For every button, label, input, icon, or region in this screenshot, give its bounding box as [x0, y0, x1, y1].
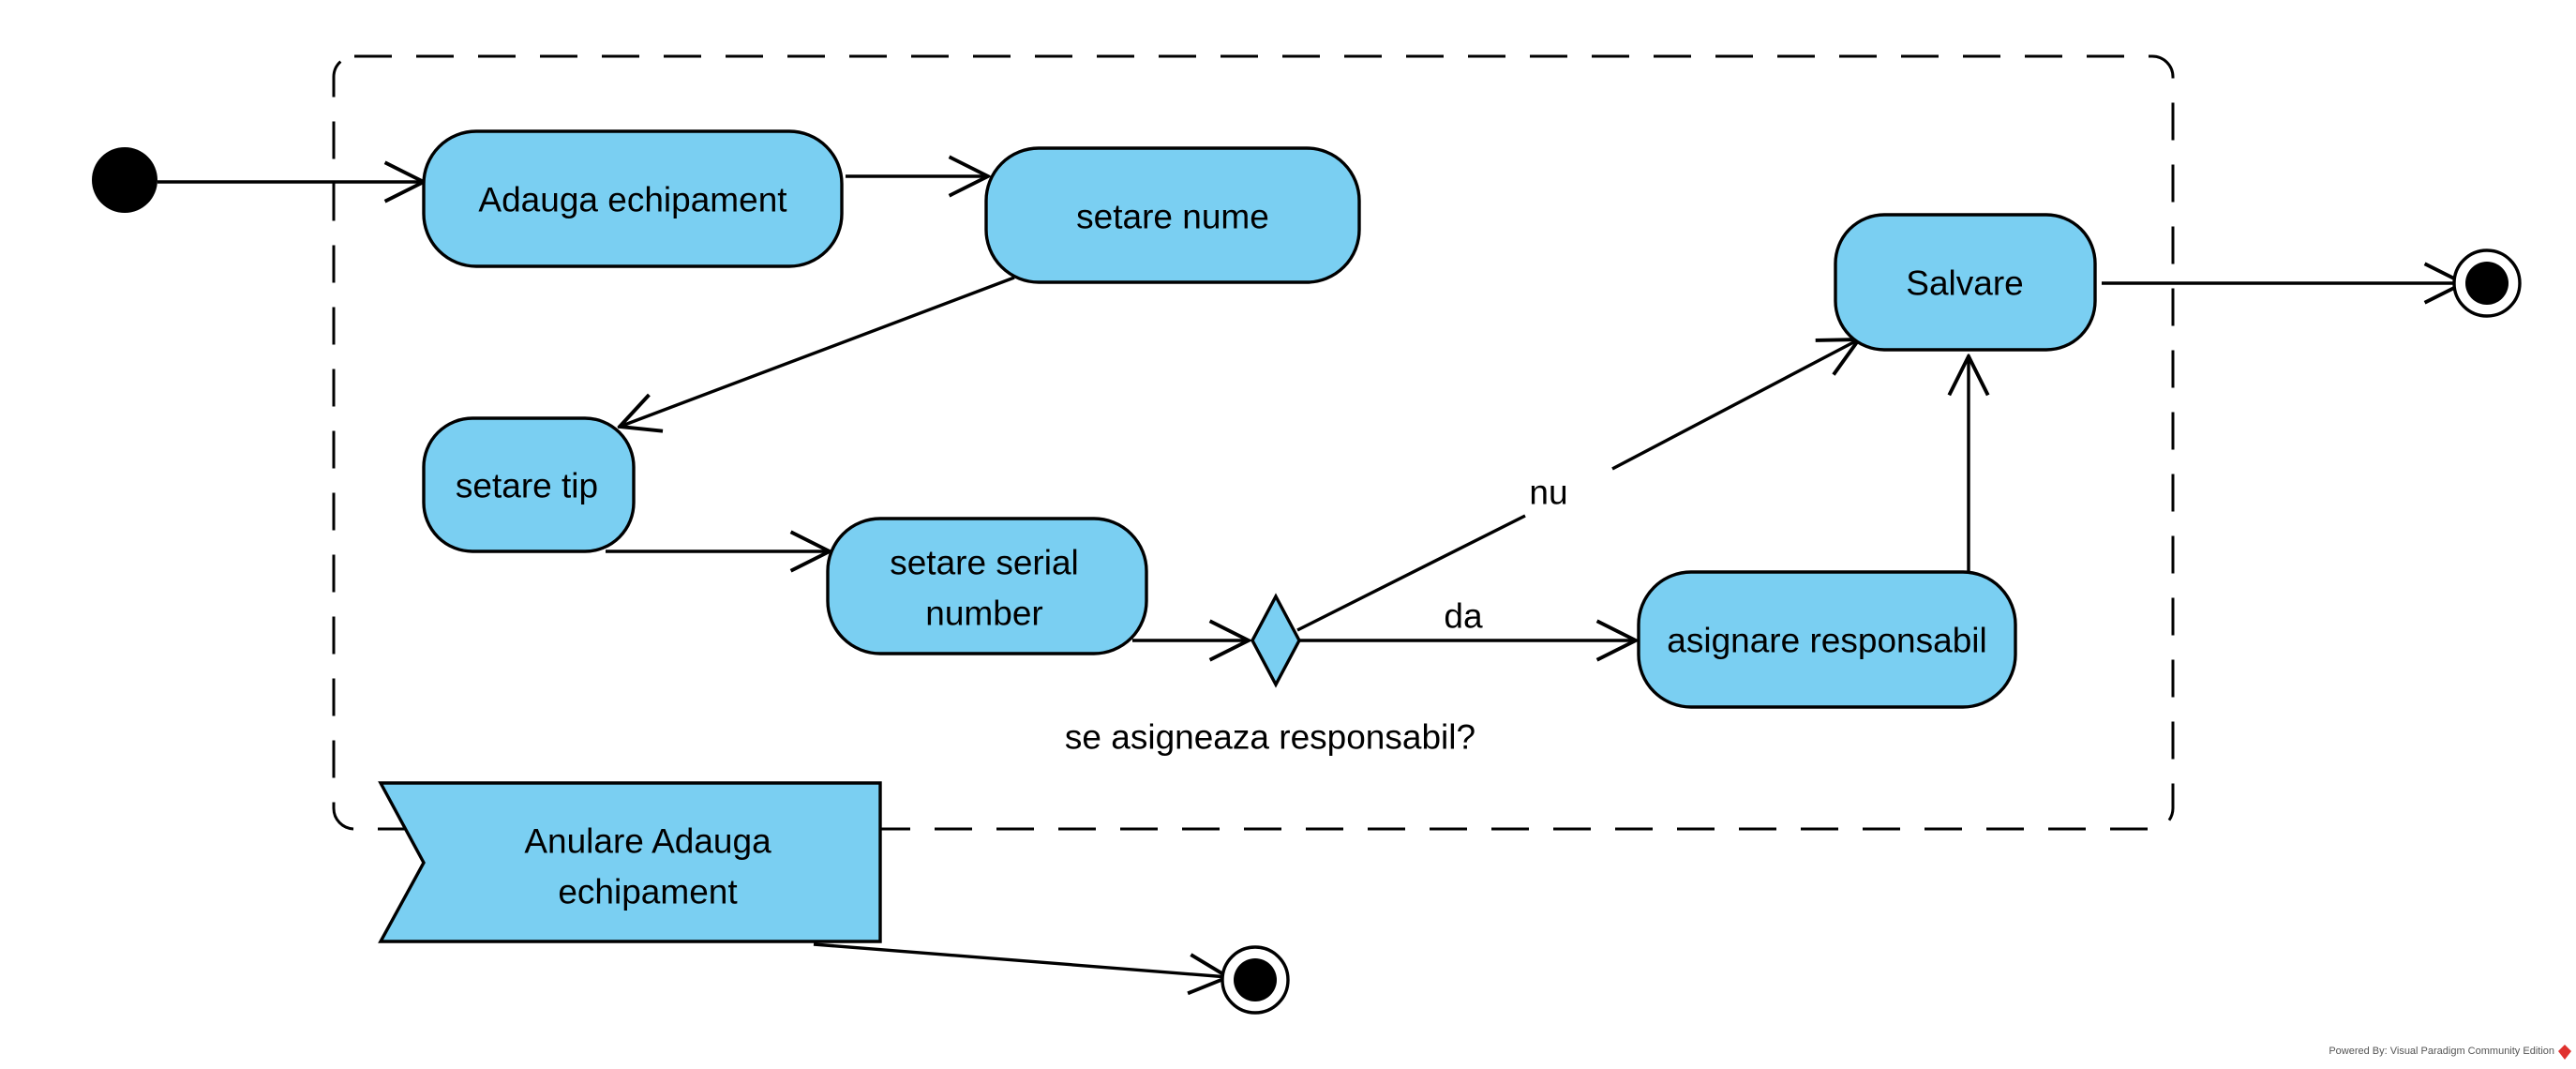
edge-label-da: da: [1444, 597, 1483, 636]
initial-node[interactable]: [92, 147, 157, 213]
edge-nume-to-tip: [620, 276, 1015, 427]
action-label: setare tip: [456, 467, 598, 505]
action-label-line1: setare serial: [890, 544, 1079, 582]
powered-by-footer: Powered By: Visual Paradigm Community Ed…: [2329, 1046, 2554, 1057]
edge-anulare-to-final: [813, 942, 1228, 977]
action-label-line2: number: [925, 595, 1042, 633]
action-setare-tip[interactable]: setare tip: [422, 416, 636, 553]
decision-question-label: se asigneaza responsabil?: [1065, 718, 1475, 757]
action-setare-serial-number[interactable]: setare serial number: [826, 517, 1148, 655]
edge-label-nu: nu: [1529, 474, 1567, 512]
edge-decision-to-salvare-part2: [1611, 339, 1859, 471]
interruptible-region: [332, 54, 2175, 831]
action-adauga-echipament[interactable]: Adauga echipament: [422, 129, 844, 268]
accept-event-anulare-adauga-echipament[interactable]: Anulare Adauga echipament: [378, 781, 882, 943]
visual-paradigm-logo-icon: [2558, 1045, 2571, 1060]
edges: [157, 176, 2464, 977]
action-setare-nume[interactable]: setare nume: [984, 146, 1361, 284]
activity-final-node-cancel[interactable]: [1221, 945, 1290, 1015]
action-asignare-responsabil[interactable]: asignare responsabil: [1637, 570, 2017, 709]
event-label-line1: Anulare Adauga: [524, 822, 771, 861]
action-label: Adauga echipament: [478, 181, 787, 219]
edge-decision-to-salvare-part1: [1296, 514, 1526, 632]
action-salvare[interactable]: Salvare: [1834, 213, 2097, 352]
decision-node[interactable]: [1251, 593, 1301, 688]
action-label: setare nume: [1076, 198, 1269, 236]
action-label: asignare responsabil: [1667, 622, 1986, 660]
activity-final-node-main[interactable]: [2452, 248, 2522, 318]
action-label: Salvare: [1906, 264, 2023, 303]
event-label-line2: echipament: [558, 873, 738, 911]
